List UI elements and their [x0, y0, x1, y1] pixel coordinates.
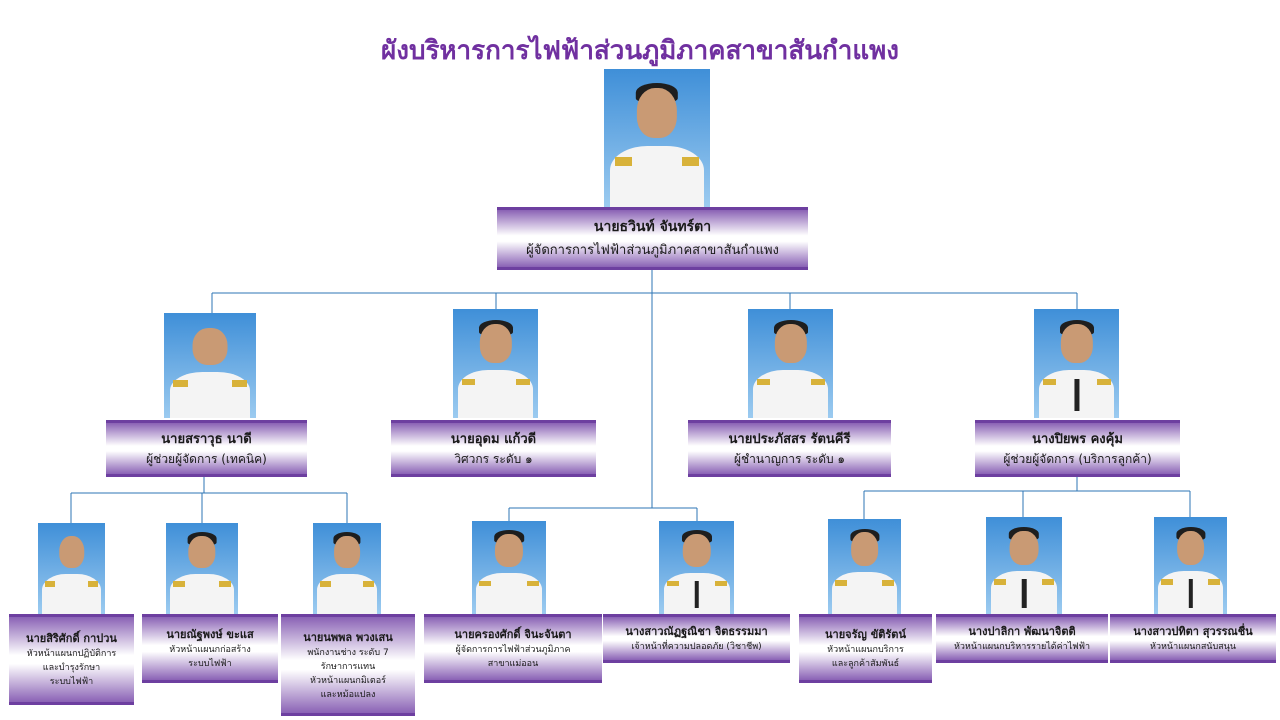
level3-photo — [313, 523, 381, 614]
manager-name: นายธวินท์ จันทร์ตา — [593, 218, 712, 235]
level3-box: นายครองศักดิ์ จินะจันตา ผู้จัดการการไฟฟ้… — [424, 614, 602, 683]
level3-position-line: หัวหน้าแผนกสนับสนุน — [1150, 642, 1236, 652]
level3-name: นางสาวปทิตา สุวรรณชื่น — [1133, 625, 1253, 638]
level3-photo — [986, 517, 1062, 614]
level3-name: นายสิริศักดิ์ กาปวน — [26, 632, 117, 645]
manager-photo — [604, 69, 710, 207]
level3-position-line: หัวหน้าแผนกบริหารรายได้ค่าไฟฟ้า — [953, 642, 1091, 652]
level3-position-line: ระบบไฟฟ้า — [188, 659, 232, 669]
level3-box: นายณัฐพงษ์ ขะแส หัวหน้าแผนกก่อสร้าง ระบบ… — [142, 614, 278, 683]
level2-name: นายประภัสสร รัตนคีรี — [728, 431, 851, 447]
level2-position: วิศวกร ระดับ ๑ — [454, 451, 533, 466]
level3-name: นางสาวณัฏฐณิชา จิตธรรมมา — [625, 625, 768, 638]
level3-photo — [1154, 517, 1227, 614]
level3-name: นายณัฐพงษ์ ขะแส — [166, 628, 254, 641]
level3-name: นายจรัญ ขัติรัตน์ — [825, 628, 906, 641]
level3-position-line: หัวหน้าแผนกมิเตอร์ — [310, 675, 386, 686]
level3-box: นางสาวณัฏฐณิชา จิตธรรมมา เจ้าหน้าที่ความ… — [603, 614, 790, 663]
level3-position-line: และบำรุงรักษา — [42, 663, 101, 673]
level3-position-line: ผู้จัดการการไฟฟ้าส่วนภูมิภาค — [455, 645, 571, 655]
level3-photo — [659, 521, 734, 614]
manager-position: ผู้จัดการการไฟฟ้าส่วนภูมิภาคสาขาสันกำแพง — [526, 242, 779, 258]
level2-position: ผู้ชำนาญการ ระดับ ๑ — [733, 451, 846, 466]
level2-photo — [748, 309, 833, 418]
level2-position: ผู้ช่วยผู้จัดการ (เทคนิค) — [146, 451, 267, 466]
level2-name: นายสราวุธ นาดี — [161, 431, 252, 447]
level2-box: นายอุดม แก้วดี วิศวกร ระดับ ๑ — [391, 420, 596, 477]
level3-name: นายนพพล พวงเสน — [303, 630, 393, 644]
level3-position-line: และลูกค้าสัมพันธ์ — [831, 659, 900, 669]
level2-photo — [164, 313, 256, 418]
level3-position-line: หัวหน้าแผนกก่อสร้าง — [169, 645, 251, 655]
level3-photo — [38, 523, 105, 614]
level3-position-line: เจ้าหน้าที่ความปลอดภัย (วิชาชีพ) — [631, 642, 762, 652]
level2-name: นายอุดม แก้วดี — [450, 431, 537, 447]
level3-box: นายจรัญ ขัติรัตน์ หัวหน้าแผนกบริการ และล… — [799, 614, 932, 683]
level3-position-line: พนักงานช่าง ระดับ 7 — [307, 647, 389, 658]
level3-box: นายสิริศักดิ์ กาปวน หัวหน้าแผนกปฏิบัติกา… — [9, 614, 134, 705]
level2-photo — [453, 309, 538, 418]
level3-position-line: หัวหน้าแผนกปฏิบัติการ — [26, 649, 117, 659]
level3-box: นางสาวปทิตา สุวรรณชื่น หัวหน้าแผนกสนับสน… — [1110, 614, 1276, 663]
manager-box: นายธวินท์ จันทร์ตา ผู้จัดการการไฟฟ้าส่วน… — [497, 207, 808, 270]
level3-photo — [166, 523, 238, 614]
level3-position-line: ระบบไฟฟ้า — [49, 677, 94, 687]
level3-photo — [472, 521, 546, 614]
level3-photo — [828, 519, 901, 614]
level3-position-line: หัวหน้าแผนกบริการ — [827, 645, 904, 655]
level2-position: ผู้ช่วยผู้จัดการ (บริการลูกค้า) — [1003, 451, 1152, 466]
level2-box: นายสราวุธ นาดี ผู้ช่วยผู้จัดการ (เทคนิค) — [106, 420, 307, 477]
level3-name: นางปาลิกา พัฒนาจิตติ — [968, 625, 1076, 638]
level3-position-line: สาขาแม่ออน — [487, 659, 539, 669]
level3-position-line: รักษาการแทน — [320, 661, 376, 672]
level2-photo — [1034, 309, 1119, 418]
level3-name: นายครองศักดิ์ จินะจันตา — [454, 628, 572, 641]
level2-box: นางปิยพร คงคุ้ม ผู้ช่วยผู้จัดการ (บริการ… — [975, 420, 1180, 477]
level3-position-line: และหม้อแปลง — [320, 689, 376, 700]
level2-box: นายประภัสสร รัตนคีรี ผู้ชำนาญการ ระดับ ๑ — [688, 420, 891, 477]
chart-title: ผังบริหารการไฟฟ้าส่วนภูมิภาคสาขาสันกำแพง — [381, 36, 899, 66]
level3-box: นางปาลิกา พัฒนาจิตติ หัวหน้าแผนกบริหารรา… — [936, 614, 1108, 663]
level2-name: นางปิยพร คงคุ้ม — [1032, 431, 1123, 447]
level3-box: นายนพพล พวงเสน พนักงานช่าง ระดับ 7 รักษา… — [281, 614, 415, 716]
